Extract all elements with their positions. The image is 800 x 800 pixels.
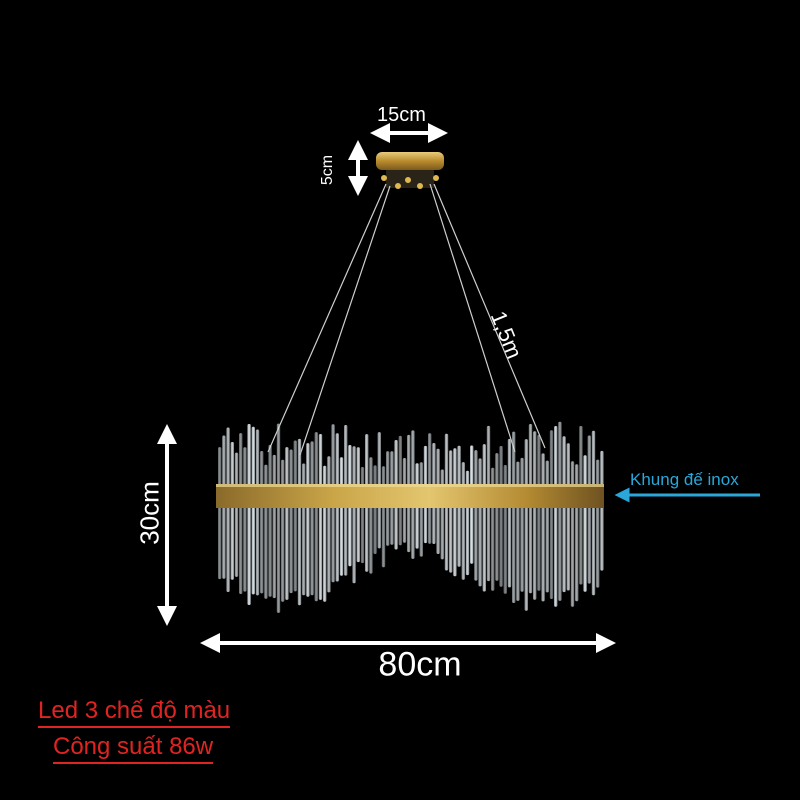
crystal-rod — [373, 465, 377, 554]
led-modes-note: Led 3 chế độ màu — [38, 697, 231, 728]
crystal-rod — [251, 426, 255, 595]
crystal-rod — [478, 458, 482, 587]
crystal-rod — [255, 429, 260, 596]
crystal-rod — [352, 446, 356, 584]
crystal-rod — [369, 457, 373, 574]
crystal-rod — [318, 434, 323, 600]
crystal-rod — [554, 426, 558, 607]
lamp-height-label: 30cm — [134, 481, 165, 545]
crystal-rod — [562, 436, 566, 593]
crystal-rod — [360, 467, 365, 564]
crystal-rod — [293, 440, 297, 592]
crystal-rod — [327, 456, 331, 593]
crystal-rod — [239, 433, 243, 594]
crystal-rod — [524, 439, 528, 611]
crystal-rod — [419, 462, 423, 557]
crystal-rod — [545, 460, 549, 593]
crystal-rod — [528, 424, 533, 594]
crystal-rod — [339, 457, 344, 576]
crystal-rod — [512, 431, 516, 603]
crystal-rod — [310, 441, 314, 596]
crystal-rod — [226, 427, 230, 592]
crystal-rod — [600, 450, 604, 571]
crystal-rod — [381, 466, 386, 568]
power-note: Công suất 86w — [53, 733, 214, 764]
crystal-rod — [306, 443, 310, 597]
crystal-rod — [314, 432, 318, 602]
crystal-rod — [297, 438, 302, 606]
crystal-rod — [541, 453, 545, 602]
crystal-rod — [516, 461, 520, 601]
crystal-rod — [570, 461, 575, 607]
crystal-rod — [218, 447, 222, 580]
crystal-rod — [285, 447, 289, 600]
crystal-rod — [482, 444, 486, 592]
crystal-rod — [499, 446, 503, 587]
stainless-frame-ring — [216, 484, 604, 508]
crystal-rod — [440, 469, 444, 560]
crystal-rods — [218, 421, 604, 613]
crystal-rod — [474, 450, 478, 581]
crystal-rod — [276, 423, 281, 613]
crystal-rod — [289, 449, 293, 594]
lamp-width-label: 80cm — [378, 645, 462, 684]
crystal-rod — [587, 435, 591, 584]
crystal-rod — [260, 451, 264, 594]
crystal-rod — [566, 443, 570, 591]
crystal-rod — [495, 453, 499, 581]
crystal-rod — [558, 421, 562, 601]
crystal-rod — [596, 459, 600, 588]
crystal-rod — [272, 454, 276, 599]
crystal-rod — [453, 448, 457, 577]
ceiling-canopy — [376, 152, 444, 189]
canopy-height-label: 5cm — [319, 154, 336, 186]
crystal-rod — [302, 463, 306, 596]
crystal-rod — [247, 424, 251, 605]
crystal-rod — [537, 434, 541, 591]
crystal-rod — [243, 447, 247, 592]
crystal-rod — [461, 462, 465, 580]
crystal-rod — [507, 438, 512, 588]
crystal-rod — [234, 452, 239, 577]
crystal-rod — [533, 431, 537, 600]
crystal-rod — [591, 430, 596, 596]
crystal-rod — [281, 459, 285, 602]
crystal-rod — [583, 455, 587, 592]
crystal-rod — [230, 442, 234, 580]
crystal-rod — [449, 450, 453, 573]
crystal-rod — [549, 430, 554, 599]
frame-callout-label: Khung đế inox — [630, 470, 739, 489]
crystal-rod — [520, 457, 524, 592]
suspension-cables — [267, 183, 546, 456]
canopy-width-label: 15cm — [377, 104, 426, 126]
crystal-rod — [268, 444, 272, 597]
